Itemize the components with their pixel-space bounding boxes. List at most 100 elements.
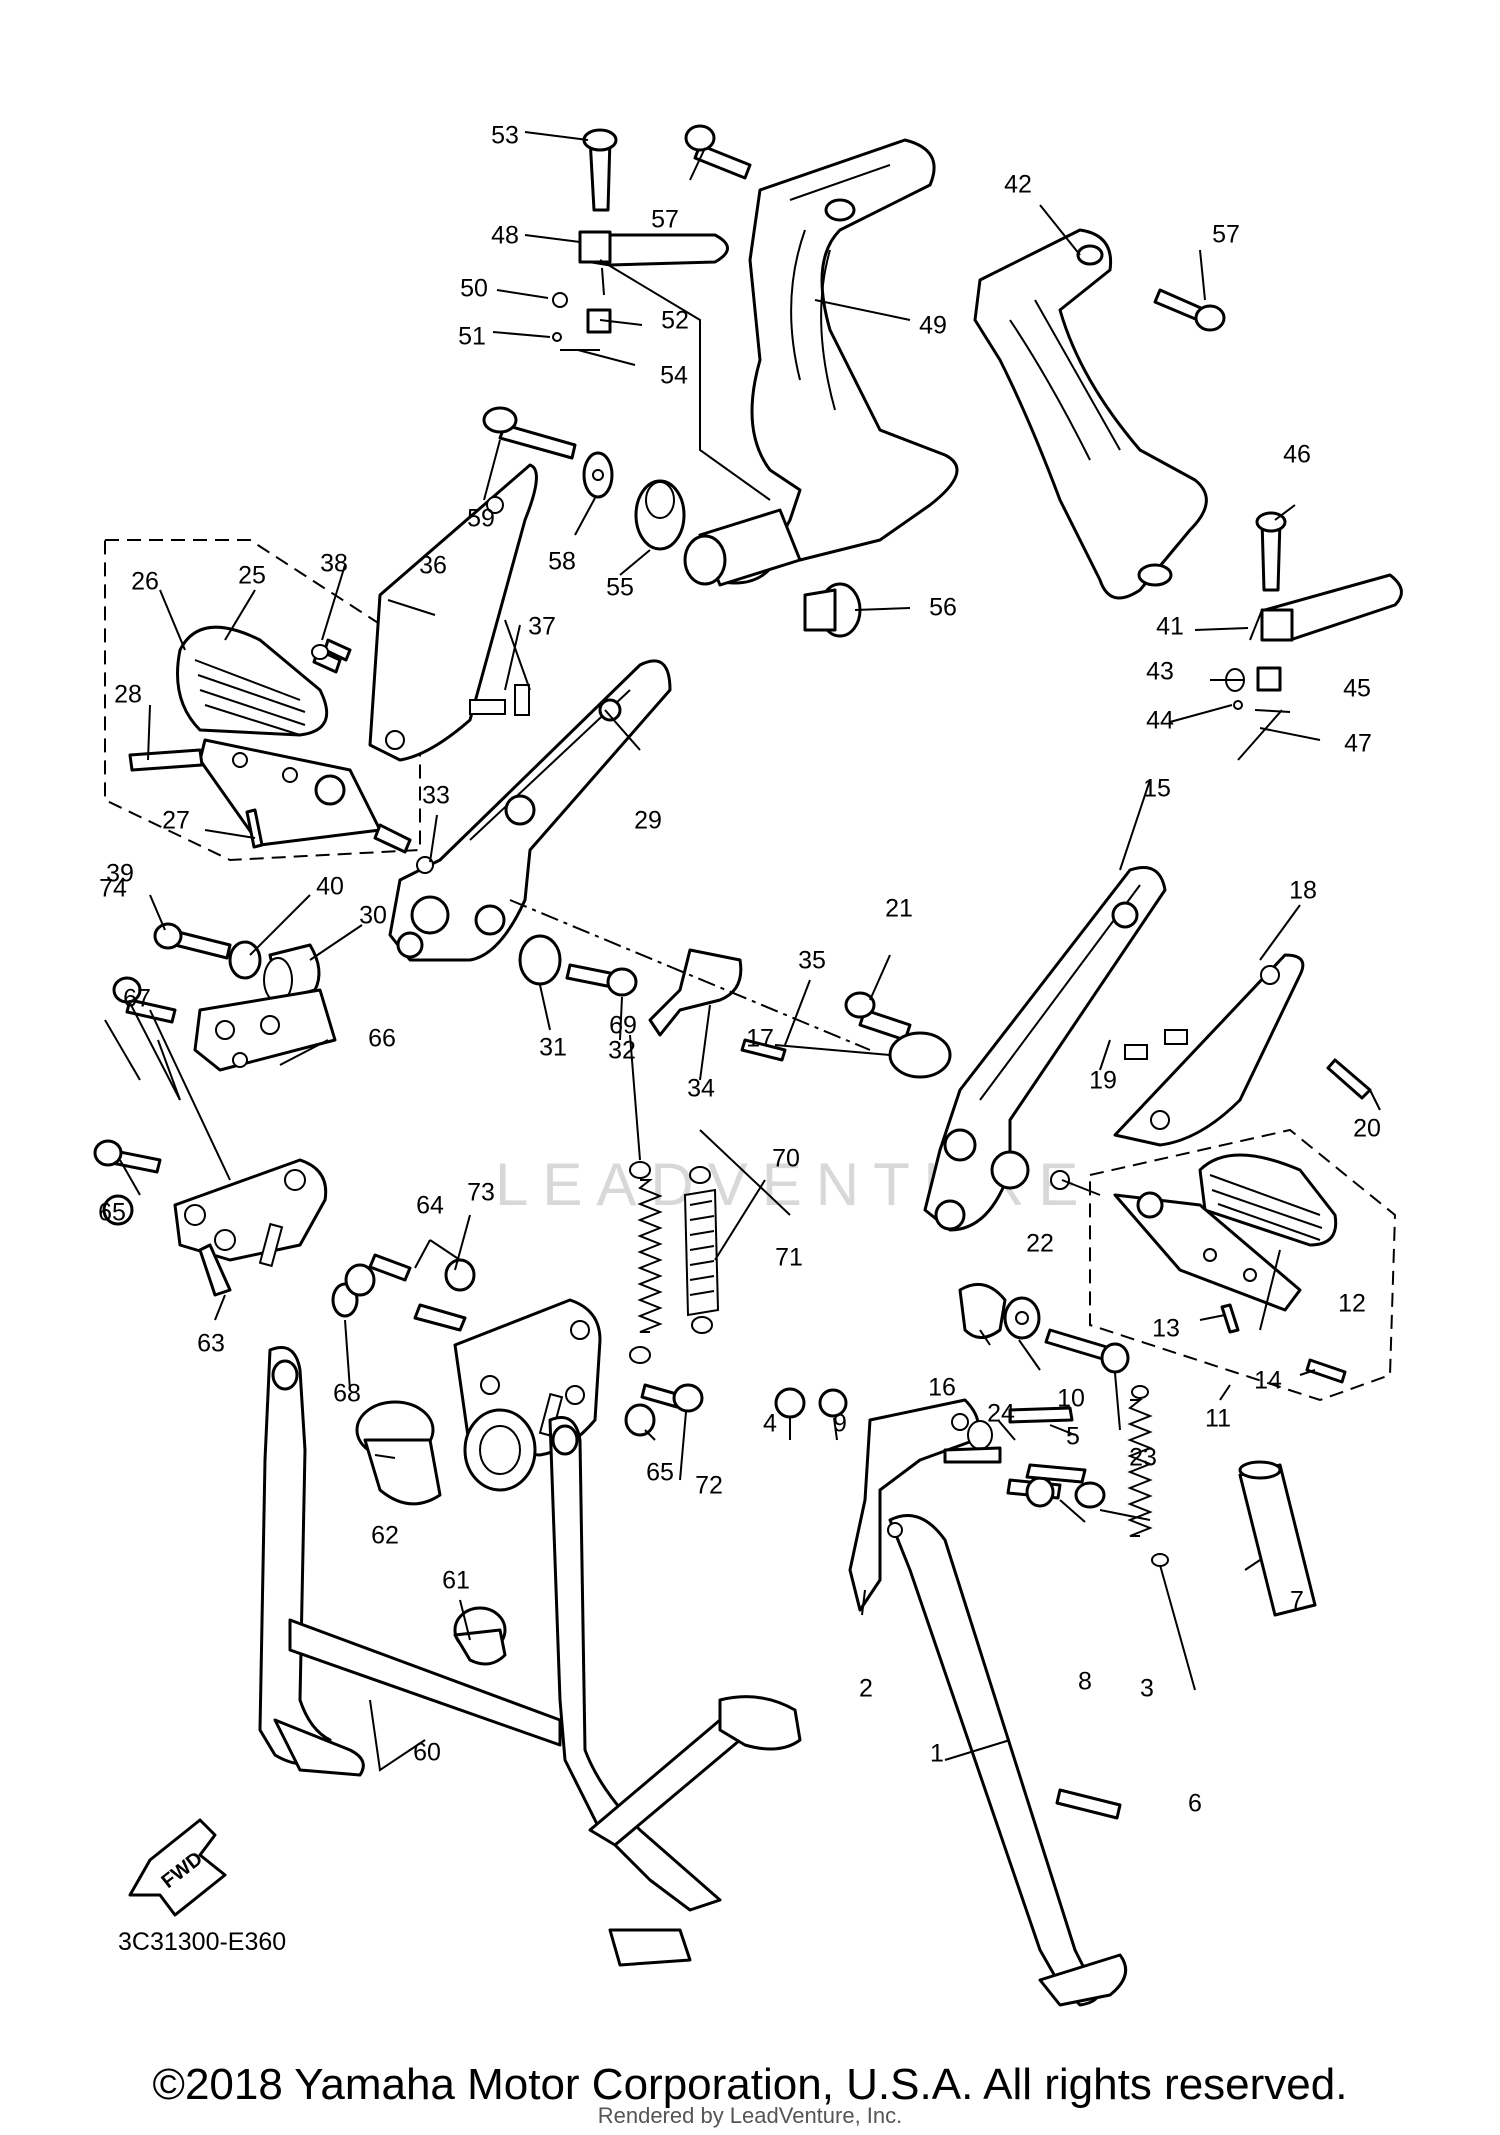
front-footrest-bracket-right xyxy=(923,866,1167,1232)
callout-39: 39 xyxy=(106,860,134,888)
callout-20: 20 xyxy=(1353,1115,1381,1143)
diagram-code: 3C31300-E360 xyxy=(118,1928,286,1956)
rendered-by-note: Rendered by LeadVenture, Inc. xyxy=(597,2103,903,2128)
rear-footrest-bracket-right xyxy=(973,228,1208,600)
callout-49: 49 xyxy=(919,312,947,340)
callout-8: 8 xyxy=(1078,1668,1092,1696)
callout-71: 71 xyxy=(775,1244,803,1272)
rear-footrest-left xyxy=(552,128,771,501)
callout-65-right: 65 xyxy=(646,1459,674,1487)
callout-59: 59 xyxy=(467,505,495,533)
callout-54: 54 xyxy=(660,362,688,390)
callout-4: 4 xyxy=(763,1410,777,1438)
callout-17: 17 xyxy=(746,1025,774,1053)
callout-67: 67 xyxy=(123,985,151,1013)
callout-56: 56 xyxy=(929,594,957,622)
callout-50: 50 xyxy=(460,275,488,303)
stand-bracket-parts xyxy=(93,976,704,1506)
front-footrest-left xyxy=(128,625,412,854)
callout-27: 27 xyxy=(162,807,190,835)
callout-24: 24 xyxy=(987,1400,1015,1428)
callout-9: 9 xyxy=(833,1410,847,1438)
callout-66: 66 xyxy=(368,1025,396,1053)
front-left-hardware xyxy=(153,644,871,1062)
callout-36: 36 xyxy=(419,552,447,580)
callout-38: 38 xyxy=(320,550,348,578)
rear-footrest-right xyxy=(1225,511,1403,713)
callout-11: 11 xyxy=(1205,1405,1231,1433)
callout-47: 47 xyxy=(1344,730,1372,758)
rear-hardware xyxy=(482,124,1226,638)
callout-57-left: 57 xyxy=(651,206,679,234)
side-stand xyxy=(774,1387,1128,2007)
callout-37: 37 xyxy=(528,613,556,641)
callout-48: 48 xyxy=(491,222,519,250)
callout-73: 73 xyxy=(467,1179,495,1207)
heel-guard-left xyxy=(368,463,538,762)
callout-5: 5 xyxy=(1066,1423,1080,1451)
callout-21: 21 xyxy=(885,895,913,923)
callout-14: 14 xyxy=(1254,1367,1282,1395)
callout-22: 22 xyxy=(1026,1230,1054,1258)
callout-30: 30 xyxy=(359,902,387,930)
callout-31: 31 xyxy=(539,1034,567,1062)
callout-15: 15 xyxy=(1143,775,1171,803)
callout-69: 69 xyxy=(609,1012,637,1040)
callout-25: 25 xyxy=(238,562,266,590)
callout-63: 63 xyxy=(197,1330,225,1358)
leader-lines xyxy=(104,131,1381,1772)
fwd-arrow-icon: FWD xyxy=(128,1818,227,1917)
assy-11-outline xyxy=(1089,1128,1397,1402)
front-footrest-right xyxy=(1113,1153,1347,1384)
callout-26: 26 xyxy=(131,568,159,596)
callout-57-right: 57 xyxy=(1212,221,1240,249)
center-stand xyxy=(258,1346,802,1967)
callout-6: 6 xyxy=(1188,1790,1202,1818)
copyright-notice: ©2018 Yamaha Motor Corporation, U.S.A. A… xyxy=(152,2060,1348,2109)
callout-46: 46 xyxy=(1283,441,1311,469)
callout-7: 7 xyxy=(1290,1587,1304,1615)
callout-53: 53 xyxy=(491,122,519,150)
callout-23: 23 xyxy=(1129,1444,1157,1472)
callout-45: 45 xyxy=(1343,675,1371,703)
callout-64: 64 xyxy=(416,1192,444,1220)
callout-13: 13 xyxy=(1152,1315,1180,1343)
callout-55: 55 xyxy=(606,574,634,602)
callout-18: 18 xyxy=(1289,877,1317,905)
callout-2: 2 xyxy=(859,1675,873,1703)
callout-62: 62 xyxy=(371,1522,399,1550)
callout-52: 52 xyxy=(661,307,689,335)
callout-29: 29 xyxy=(634,807,662,835)
heel-guard-right xyxy=(1113,953,1305,1147)
callout-35: 35 xyxy=(798,947,826,975)
callout-43: 43 xyxy=(1146,658,1174,686)
callout-33: 33 xyxy=(422,782,450,810)
callout-72: 72 xyxy=(695,1472,723,1500)
callout-40: 40 xyxy=(316,873,344,901)
callout-28: 28 xyxy=(114,681,142,709)
callout-12: 12 xyxy=(1338,1290,1366,1318)
callout-3: 3 xyxy=(1140,1675,1154,1703)
callout-10: 10 xyxy=(1057,1385,1085,1413)
rear-footrest-bracket-left xyxy=(683,138,959,587)
callouts: 1 2 3 4 5 6 7 8 9 10 11 12 13 14 15 16 1… xyxy=(98,122,1381,1818)
assy-25-outline xyxy=(104,539,421,862)
callout-41: 41 xyxy=(1156,613,1184,641)
callout-65-left: 65 xyxy=(98,1199,126,1227)
springs xyxy=(629,1161,1317,1617)
callout-70: 70 xyxy=(772,1145,800,1173)
callout-44: 44 xyxy=(1146,707,1174,735)
callout-74: 74 xyxy=(99,875,127,903)
callout-16: 16 xyxy=(928,1374,956,1402)
callout-68: 68 xyxy=(333,1380,361,1408)
callout-58: 58 xyxy=(548,548,576,576)
callout-19: 19 xyxy=(1089,1067,1117,1095)
callout-1: 1 xyxy=(930,1740,944,1768)
callout-32: 32 xyxy=(608,1037,636,1065)
callout-51: 51 xyxy=(458,323,486,351)
callout-34: 34 xyxy=(687,1075,715,1103)
callout-61: 61 xyxy=(442,1567,470,1595)
callout-60: 60 xyxy=(413,1739,441,1767)
callout-42: 42 xyxy=(1004,171,1032,199)
